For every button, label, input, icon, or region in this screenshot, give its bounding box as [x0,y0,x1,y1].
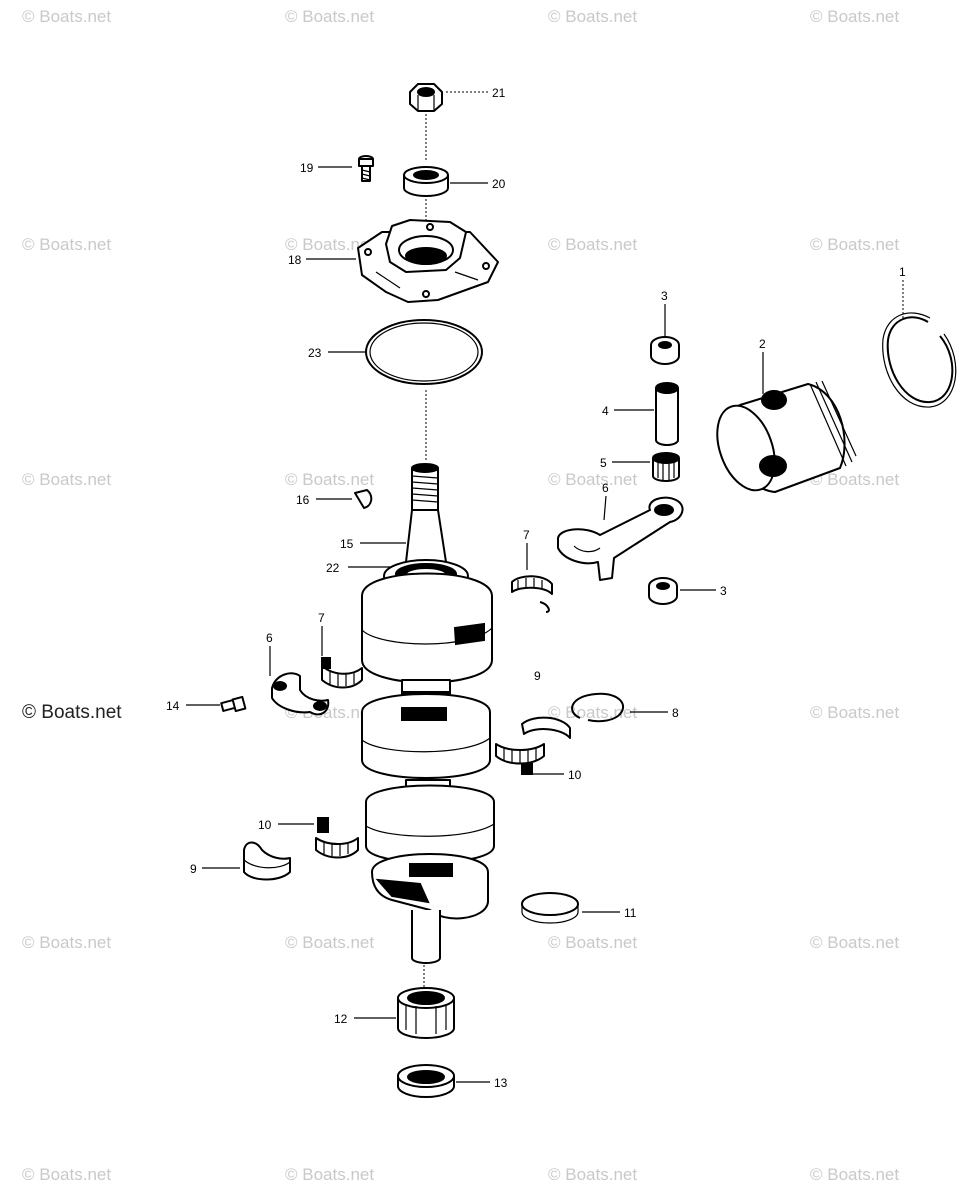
callout-6-rod[interactable]: 6 [602,481,609,495]
watermark: © Boats.net [810,235,899,254]
callout-11[interactable]: 11 [624,906,637,920]
part-1-piston-ring[interactable] [882,312,957,408]
callout-6-cap[interactable]: 6 [266,631,273,645]
callout-18[interactable]: 18 [288,253,302,267]
watermark: © Boats.net [810,1165,899,1184]
part-3-thrust-washer-lower[interactable] [648,577,678,605]
watermark: © Boats.net [22,1165,111,1184]
watermark: © Boats.net [22,235,111,254]
watermark: © Boats.net [285,470,374,489]
part-4-wrist-pin[interactable] [655,382,679,446]
part-10-needle-cage-right[interactable] [495,743,545,775]
callout-labels: 21 19 20 18 23 1 3 2 4 5 6 16 15 22 7 3 … [166,86,906,1090]
part-21-nut[interactable] [409,83,443,112]
watermark: © Boats.net [22,702,122,723]
callout-9-left[interactable]: 9 [190,862,197,876]
part-18-bearing-housing[interactable] [357,219,499,303]
watermark: © Boats.net [548,7,637,26]
watermark: © Boats.net [22,7,111,26]
callout-21[interactable]: 21 [492,86,506,100]
callout-7-right[interactable]: 7 [523,528,530,542]
watermark: © Boats.net [285,1165,374,1184]
callout-10-left[interactable]: 10 [258,818,272,832]
part-19-screw[interactable] [358,155,374,182]
callout-16[interactable]: 16 [296,493,310,507]
callout-23[interactable]: 23 [308,346,322,360]
part-8-retaining-ring[interactable] [571,692,624,723]
callout-3-lower[interactable]: 3 [720,584,727,598]
part-11-seal-ring[interactable] [521,892,579,924]
watermark: © Boats.net [285,235,374,254]
watermark: © Boats.net [22,933,111,952]
part-7-needle-cage-right[interactable] [511,575,553,613]
callout-7-left[interactable]: 7 [318,611,325,625]
part-5-needle-bearing[interactable] [652,452,680,482]
callout-20[interactable]: 20 [492,177,506,191]
watermark: © Boats.net [810,7,899,26]
callout-10-right[interactable]: 10 [568,768,582,782]
part-13-lower-seal[interactable] [397,1064,455,1098]
part-9-main-bearing-upper[interactable] [521,716,571,739]
watermark: © Boats.net [285,933,374,952]
part-15-crankshaft[interactable] [361,463,495,964]
part-2-piston[interactable] [707,380,857,498]
callout-13[interactable]: 13 [494,1076,508,1090]
callout-3-top[interactable]: 3 [661,289,668,303]
callout-9-upper[interactable]: 9 [534,669,541,683]
callout-5[interactable]: 5 [600,456,607,470]
part-16-woodruff-key[interactable] [354,489,373,509]
part-12-roller-bearing[interactable] [397,987,455,1039]
watermark: © Boats.net [548,235,637,254]
part-6-connecting-rod[interactable] [557,496,684,581]
callout-12[interactable]: 12 [334,1012,348,1026]
callout-2[interactable]: 2 [759,337,766,351]
callout-15[interactable]: 15 [340,537,354,551]
callout-22[interactable]: 22 [326,561,340,575]
callout-1[interactable]: 1 [899,265,906,279]
watermark: © Boats.net [548,470,637,489]
part-10-needle-cage-left[interactable] [315,817,359,859]
part-3-thrust-washer-top[interactable] [650,336,680,365]
part-14-rod-screw[interactable] [220,695,247,713]
callout-4[interactable]: 4 [602,404,609,418]
part-7-needle-cage-left[interactable] [321,657,363,689]
callout-8[interactable]: 8 [672,706,679,720]
callout-19[interactable]: 19 [300,161,314,175]
part-9-main-bearing-left[interactable] [243,841,291,881]
watermark: © Boats.net [548,933,637,952]
part-20-seal[interactable] [403,166,449,197]
watermark: © Boats.net [548,1165,637,1184]
watermark: © Boats.net [22,470,111,489]
part-23-o-ring[interactable] [365,319,483,385]
callout-14[interactable]: 14 [166,699,180,713]
watermark-layer: © Boats.net © Boats.net © Boats.net © Bo… [22,7,899,1184]
leader-lines [186,91,764,1083]
watermark: © Boats.net [810,703,899,722]
watermark: © Boats.net [810,470,899,489]
part-6-rod-cap[interactable] [271,672,330,716]
watermark: © Boats.net [810,933,899,952]
watermark: © Boats.net [285,7,374,26]
